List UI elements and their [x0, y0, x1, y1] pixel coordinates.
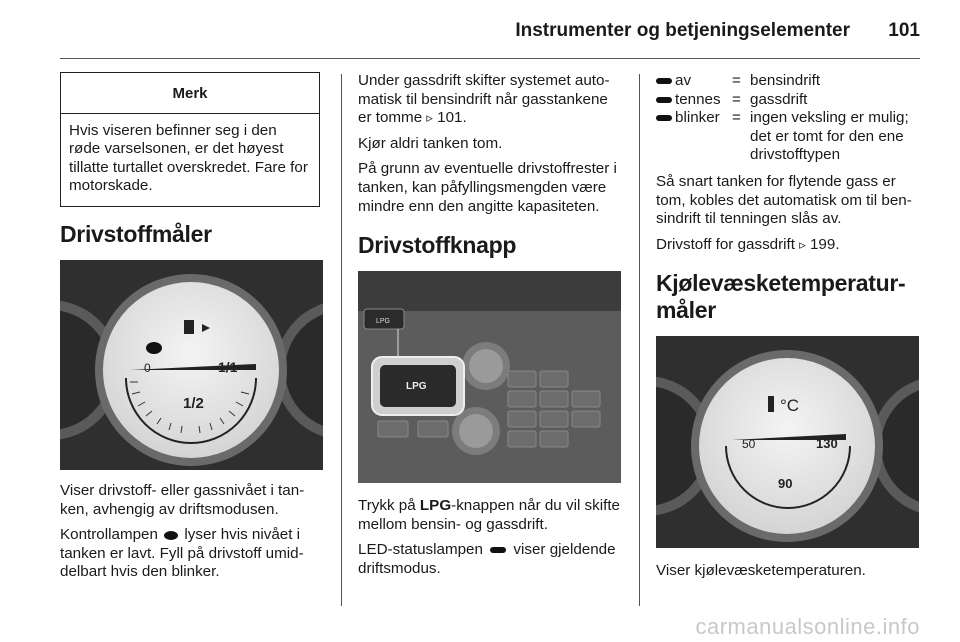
fuel-button-text: Trykk på LPG-knappen når du vil skifte m… — [358, 497, 620, 533]
column-2: Under gassdrift skifter systemet auto­ma… — [358, 72, 624, 586]
fuel-gauge-illustration: 0 1/2 1/1 — [60, 259, 323, 470]
lpg-fuel-ref: Drivstoff for gassdrift ▹ 199. — [656, 235, 840, 253]
coolant-gauge-illustration: °C 50 90 130 — [656, 336, 919, 549]
fuel-gauge-text: Viser drivstoff- eller gassnivået i tan­… — [60, 481, 305, 518]
note-box: Merk Hvis viseren befinner seg i den rød… — [60, 72, 320, 207]
table-row: tennes = gassdrift — [656, 91, 922, 110]
page-header: Instrumenter og betjeningselementer 101 — [0, 0, 960, 60]
coolant-gauge-image: °C 50 90 130 — [656, 336, 919, 549]
coolant-text: Viser kjølevæsketemperaturen. — [656, 562, 866, 580]
cross-reference-arrow-icon: ▹ — [426, 110, 433, 126]
column-divider — [341, 74, 342, 606]
led-icon — [656, 115, 672, 122]
large-lpg-label: LPG — [406, 381, 427, 392]
coolant-label-mid: 90 — [778, 476, 792, 491]
column-3: av = bensindrift tennes = gassdrift blin… — [656, 72, 922, 588]
led-icon — [656, 77, 672, 84]
led-icon — [656, 96, 672, 103]
coolant-label-high: 130 — [816, 436, 838, 451]
fuel-gauge-heading: Drivstoffmåler — [60, 220, 212, 247]
coolant-heading: Kjølevæsketemperatur­måler — [656, 270, 906, 324]
fuel-button-heading: Drivstoffknapp — [358, 232, 517, 259]
watermark: carmanualsonline.info — [695, 614, 920, 639]
column-1: Merk Hvis viseren befinner seg i den rød… — [60, 72, 324, 589]
small-lpg-label: LPG — [376, 318, 390, 325]
led-status-text: LED-statuslampen viser gjel­dende drifts… — [358, 541, 616, 577]
page-number: 101 — [888, 20, 920, 41]
note-title: Merk — [61, 73, 319, 114]
led-status-icon — [490, 547, 507, 554]
gauge-label-empty: 0 — [144, 361, 151, 375]
gauge-label-half: 1/2 — [183, 395, 204, 412]
note-body: Hvis viseren befinner seg i den røde var… — [69, 121, 308, 195]
never-empty-text: Kjør aldri tanken tom. — [358, 134, 503, 152]
low-fuel-lamp-icon — [164, 530, 179, 540]
table-row: blinker = ingen veksling er mu­lig; det … — [656, 109, 922, 165]
header-rule — [60, 58, 920, 59]
coolant-unit-label: °C — [780, 396, 799, 415]
gas-switch-text: Under gassdrift skifter systemet auto­ma… — [358, 72, 610, 127]
coolant-label-low: 50 — [742, 437, 756, 451]
fuel-gauge-image: 0 1/2 1/1 — [60, 259, 323, 470]
column-divider — [639, 74, 640, 606]
fuel-button-illustration: LPG LPG — [358, 271, 621, 484]
table-row: av = bensindrift — [656, 72, 922, 91]
lpg-empty-text: Så snart tanken for flytende gass er tom… — [656, 172, 912, 228]
running-title: Instrumenter og betjeningselementer — [515, 20, 850, 41]
fuel-button-image: LPG LPG — [358, 271, 621, 484]
led-state-table: av = bensindrift tennes = gassdrift blin… — [656, 72, 922, 165]
gauge-label-full: 1/1 — [218, 359, 238, 375]
refill-amount-text: På grunn av eventuelle drivstoffrester i… — [358, 160, 617, 215]
fuel-gauge-warning: Kontrollampen lyser hvis nivået i tanken… — [60, 526, 304, 581]
cross-reference-arrow-icon: ▹ — [799, 236, 806, 252]
